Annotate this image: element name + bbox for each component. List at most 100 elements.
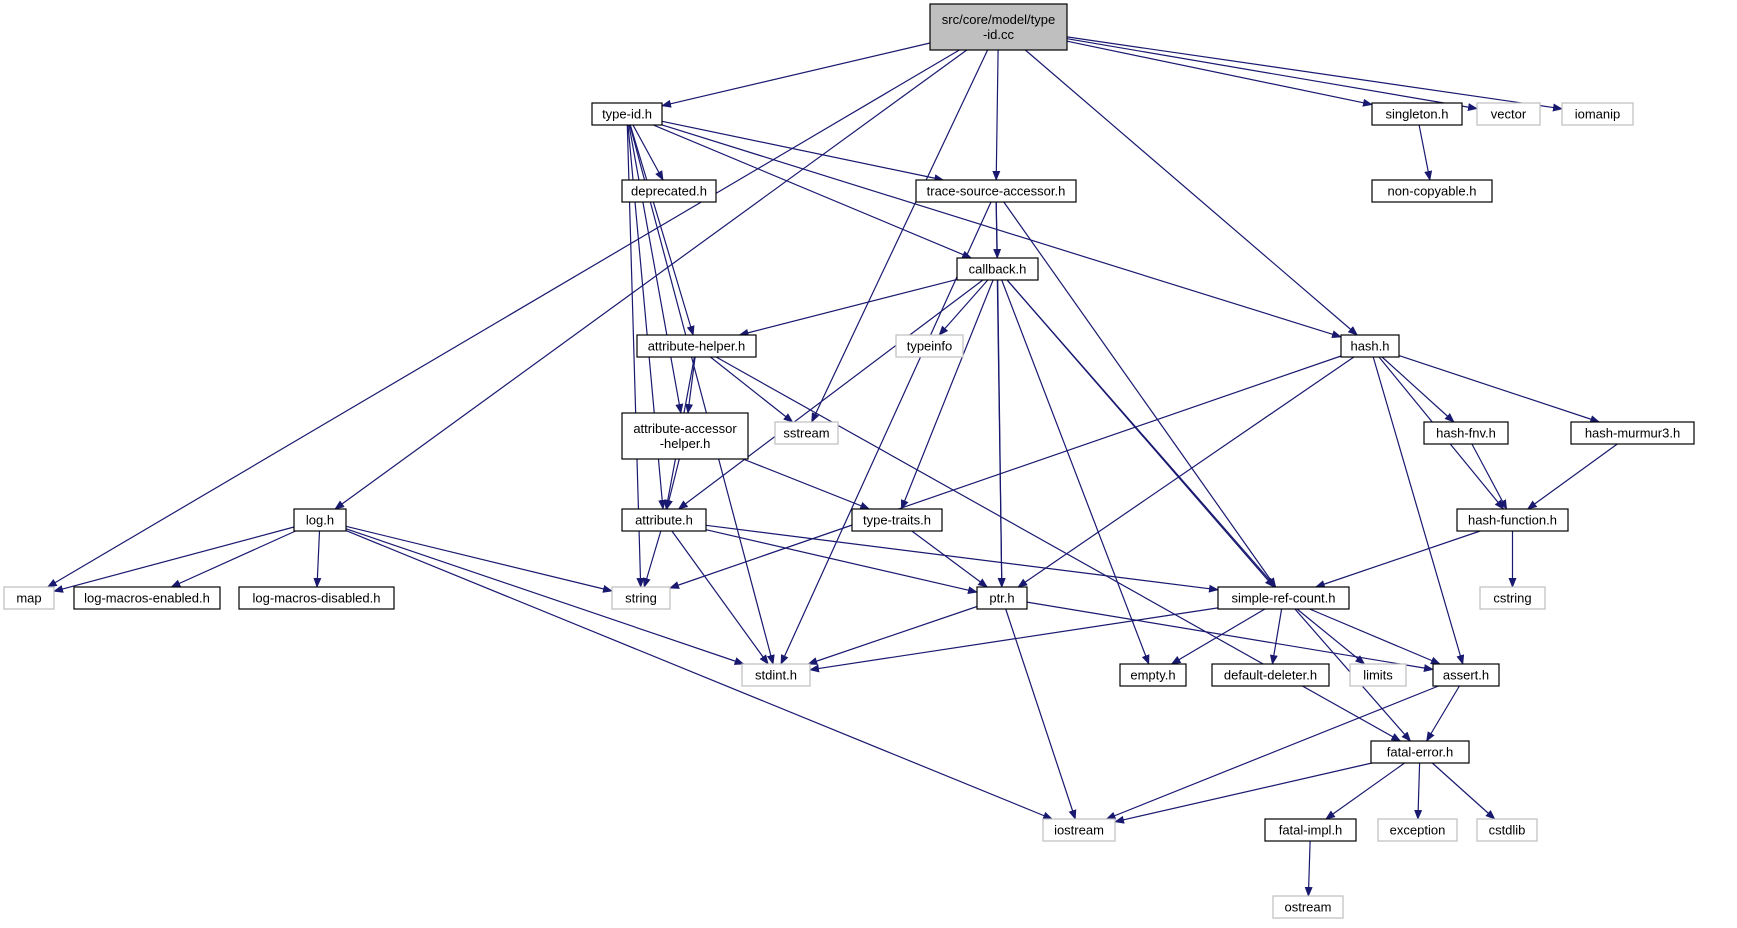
node-hash-murmur3-h[interactable]: hash-murmur3.h [1570, 421, 1695, 445]
edge-fatal-error-h-to-cstdlib [1431, 762, 1496, 820]
edge-callback-h-to-attribute-h [677, 279, 984, 510]
node-box [1349, 663, 1407, 687]
node-label: iostream [1054, 823, 1104, 838]
node-label: exception [1390, 823, 1446, 838]
edge-root-to-vector [1066, 38, 1478, 112]
node-label: map [16, 591, 41, 606]
edge-attribute-h-to-string [642, 530, 662, 588]
node-map: map [3, 586, 55, 610]
node-label: log-macros-enabled.h [84, 591, 210, 606]
edge-root-to-sstream [811, 49, 989, 423]
node-label: hash-murmur3.h [1585, 426, 1680, 441]
edge-type-traits-h-to-ptr-h [911, 530, 989, 588]
edge-hash-murmur3-h-to-hash-function-h [1526, 443, 1618, 510]
node-ostream: ostream [1272, 895, 1344, 919]
edge-root-to-singleton-h [1066, 40, 1373, 107]
node-callback-h[interactable]: callback.h [956, 257, 1039, 281]
node-root[interactable]: src/core/model/type-id.cc [929, 3, 1068, 51]
node-fatal-error-h[interactable]: fatal-error.h [1370, 740, 1470, 764]
node-label: log-macros-disabled.h [253, 591, 381, 606]
edge-fatal-error-h-to-fatal-impl-h [1325, 762, 1405, 820]
node-label: singleton.h [1386, 107, 1449, 122]
node-log-macros-enabled-h[interactable]: log-macros-enabled.h [73, 586, 221, 610]
node-label: assert.h [1443, 668, 1489, 683]
edge-callback-h-to-fatal-error-h [1006, 279, 1412, 742]
node-ptr-h[interactable]: ptr.h [976, 586, 1028, 610]
edge-hash-h-to-hash-murmur3-h [1398, 355, 1601, 423]
node-attribute-h[interactable]: attribute.h [621, 508, 707, 532]
node-empty-h[interactable]: empty.h [1119, 663, 1187, 687]
node-type-id-h[interactable]: type-id.h [591, 102, 663, 126]
edge-root-to-map [46, 49, 960, 588]
node-label: src/core/model/type [942, 12, 1055, 27]
edge-fatal-impl-h-to-ostream [1304, 840, 1313, 897]
edge-callback-h-to-attribute-helper-h [738, 278, 958, 337]
edge-simple-ref-count-h-to-assert-h [1309, 608, 1441, 665]
node-box [1042, 818, 1116, 842]
node-box [929, 3, 1068, 51]
edge-hash-h-to-hash-fnv-h [1381, 356, 1455, 423]
node-hash-function-h[interactable]: hash-function.h [1456, 508, 1569, 532]
node-type-traits-h[interactable]: type-traits.h [851, 508, 943, 532]
node-box [591, 102, 663, 126]
node-singleton-h[interactable]: singleton.h [1371, 102, 1463, 126]
edge-callback-h-to-type-traits-h [900, 279, 994, 510]
node-label: typeinfo [907, 339, 953, 354]
node-box [1370, 740, 1470, 764]
node-stdint-h: stdint.h [741, 663, 811, 687]
node-label: hash-function.h [1468, 513, 1557, 528]
node-label: callback.h [969, 262, 1027, 277]
node-default-deleter-h[interactable]: default-deleter.h [1211, 663, 1330, 687]
node-box [73, 586, 221, 610]
edge-type-id-h-to-attribute-accessor-helper-h [628, 124, 684, 414]
node-assert-h[interactable]: assert.h [1432, 663, 1500, 687]
node-log-macros-disabled-h[interactable]: log-macros-disabled.h [238, 586, 395, 610]
node-label: vector [1491, 107, 1527, 122]
node-log-h[interactable]: log.h [293, 508, 347, 532]
node-deprecated-h[interactable]: deprecated.h [621, 179, 717, 203]
node-cstring: cstring [1479, 586, 1546, 610]
node-non-copyable-h[interactable]: non-copyable.h [1371, 179, 1493, 203]
edge-attribute-h-to-simple-ref-count-h [705, 524, 1219, 593]
edge-assert-h-to-fatal-error-h [1426, 685, 1460, 742]
edge-callback-h-to-ptr-h [997, 279, 1006, 588]
node-box [238, 586, 395, 610]
node-box [741, 663, 811, 687]
node-box [915, 179, 1077, 203]
edge-attribute-h-to-stdint-h [671, 530, 769, 665]
node-label: deprecated.h [631, 184, 707, 199]
edge-type-id-h-to-hash-h [661, 124, 1342, 339]
node-trace-source-accessor-h[interactable]: trace-source-accessor.h [915, 179, 1077, 203]
node-box [1371, 179, 1493, 203]
edge-fatal-error-h-to-exception [1414, 762, 1423, 820]
edge-root-to-hash-h [1024, 49, 1358, 336]
node-attribute-helper-h[interactable]: attribute-helper.h [636, 334, 757, 358]
node-label: sstream [783, 426, 829, 441]
node-string: string [611, 586, 671, 610]
node-label: simple-ref-count.h [1231, 591, 1335, 606]
node-hash-h[interactable]: hash.h [1340, 334, 1400, 358]
node-box [621, 179, 717, 203]
node-label: hash.h [1350, 339, 1389, 354]
node-fatal-impl-h[interactable]: fatal-impl.h [1264, 818, 1357, 842]
edge-fatal-error-h-to-iostream [1114, 762, 1373, 824]
edge-root-to-type-id-h [661, 42, 931, 108]
node-box [1561, 102, 1634, 126]
node-exception: exception [1377, 818, 1458, 842]
edge-simple-ref-count-h-to-stdint-h [809, 607, 1219, 673]
node-label: trace-source-accessor.h [927, 184, 1066, 199]
node-box [621, 412, 749, 460]
node-attribute-accessor-helper-h[interactable]: attribute-accessor-helper.h [621, 412, 749, 460]
edge-ptr-h-to-stdint-h [807, 605, 978, 665]
edge-singleton-h-to-non-copyable-h [1418, 124, 1433, 181]
node-simple-ref-count-h[interactable]: simple-ref-count.h [1217, 586, 1350, 610]
node-label: fatal-error.h [1387, 745, 1453, 760]
node-box [1211, 663, 1330, 687]
edge-log-h-to-stdint-h [345, 528, 745, 665]
node-label: log.h [306, 513, 334, 528]
node-label: empty.h [1130, 668, 1175, 683]
node-hash-fnv-h[interactable]: hash-fnv.h [1423, 421, 1509, 445]
node-box [293, 508, 347, 532]
node-label: attribute-helper.h [648, 339, 746, 354]
node-cstdlib: cstdlib [1476, 818, 1538, 842]
